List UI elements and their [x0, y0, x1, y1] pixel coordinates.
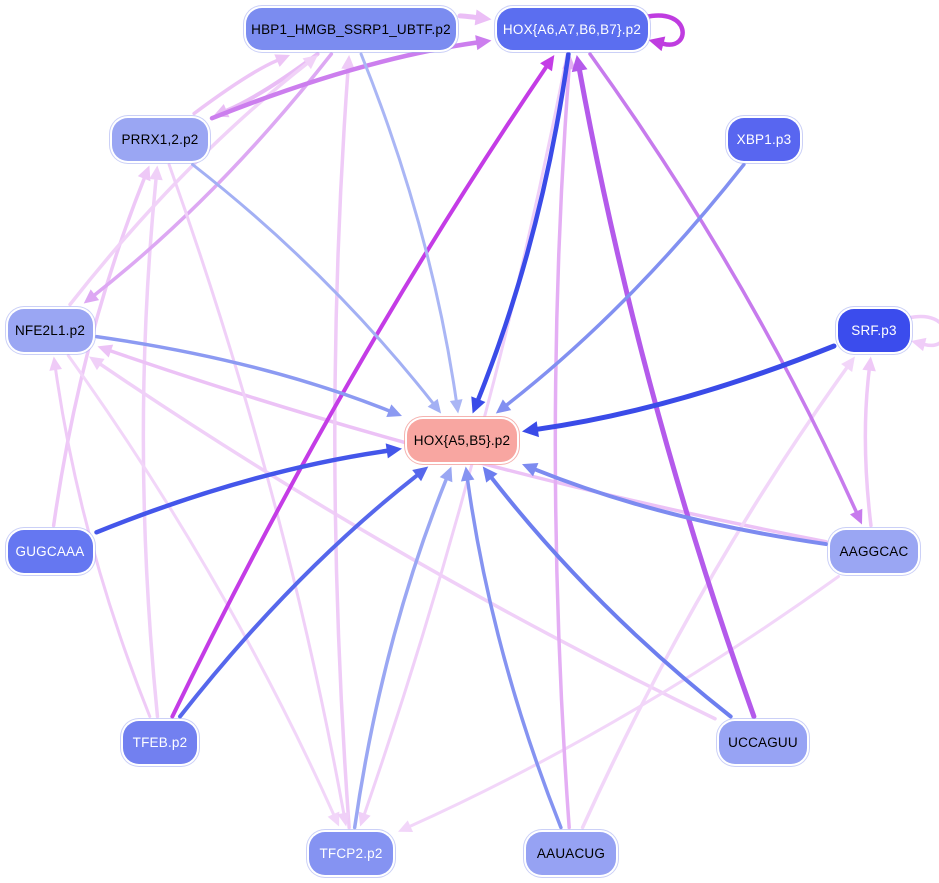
- node-nfe2l1[interactable]: NFE2L1.p2: [7, 308, 93, 352]
- edge-aaggcac-to-tfcp2: [408, 575, 840, 828]
- self-loop-arrowhead-hoxa6: [648, 36, 666, 52]
- arrowhead-aaggcac-to-nfe2l1: [97, 344, 114, 358]
- edge-nfe2l1-to-tfcp2: [66, 354, 335, 816]
- edge-tfcp2-to-hoxa5: [352, 477, 448, 830]
- arrowhead-tfeb-to-nfe2l1: [49, 356, 63, 371]
- arrowhead-aaggcac-to-tfcp2: [398, 820, 414, 832]
- edge-srf-to-hoxa5: [535, 343, 837, 432]
- arrowhead-uccaguu-to-nfe2l1: [89, 356, 105, 371]
- arrowhead-hbp1-to-hoxa6: [474, 9, 492, 26]
- edge-nfe2l1-to-hoxa5: [94, 334, 391, 413]
- node-label-gugcaaa: GUGCAAA: [15, 543, 85, 559]
- edge-prrx1-to-hbp1: [192, 58, 279, 116]
- node-srf[interactable]: SRF.p3: [838, 308, 910, 352]
- arrowhead-hoxa6-to-tfcp2: [358, 811, 371, 827]
- node-label-aauacug: AAUACUG: [536, 845, 606, 861]
- node-aaggcac[interactable]: AAGGCAC: [830, 529, 918, 573]
- arrowhead-prrx1-to-hoxa6: [475, 35, 492, 51]
- edge-aauacug-to-hoxa5: [465, 478, 563, 830]
- arrowhead-uccaguu-to-hoxa6: [571, 55, 588, 73]
- arrowhead-aaggcac-to-srf: [862, 356, 876, 372]
- arrowhead-nfe2l1-to-hoxa5: [386, 404, 402, 418]
- arrowhead-aauacug-to-hoxa5: [460, 466, 475, 482]
- arrowhead-nfe2l1-to-hbp1: [302, 55, 318, 70]
- edge-hbp1-to-hoxa5: [359, 52, 458, 402]
- edge-hbp1-to-hoxa6: [457, 13, 479, 20]
- arrowhead-tfeb-to-hoxa5: [412, 466, 429, 482]
- arrowhead-prrx1-to-hbp1: [274, 54, 291, 67]
- arrowhead-hbp1-to-hoxa5: [449, 399, 463, 414]
- edge-tfcp2-to-hbp1: [333, 67, 351, 830]
- arrowhead-gugcaaa-to-hoxa5: [385, 443, 402, 459]
- edge-xbp1-to-hoxa5: [505, 162, 746, 407]
- self-loop-hoxa6: [643, 13, 685, 47]
- edge-tfeb-to-prrx1: [141, 177, 160, 719]
- node-uccaguu[interactable]: UCCAGUU: [719, 720, 807, 764]
- edge-aauacug-to-srf: [580, 366, 849, 830]
- arrowhead-xbp1-to-hoxa5: [495, 399, 512, 414]
- node-label-hbp1: HBP1_HMGB_SSRP1_UBTF.p2: [251, 21, 451, 37]
- node-tfcp2[interactable]: TFCP2.p2: [309, 831, 393, 875]
- edge-aaggcac-to-srf: [863, 368, 873, 528]
- node-label-srf: SRF.p3: [851, 322, 897, 338]
- arrowhead-aauacug-to-srf: [841, 356, 855, 372]
- arrowhead-hoxa6-to-hoxa5: [471, 396, 486, 414]
- edge-prrx1-to-tfcp2: [167, 163, 346, 815]
- arrowhead-hoxa6-to-aaggcac: [849, 508, 863, 525]
- node-hoxa6[interactable]: HOX{A6,A7,B6,B7}.p2: [496, 8, 648, 50]
- edge-uccaguu-to-nfe2l1: [99, 362, 717, 721]
- edge-uccaguu-to-hoxa5: [489, 476, 733, 719]
- edge-aaggcac-to-hoxa5: [533, 467, 828, 547]
- edge-hoxa6-to-hoxa5: [476, 51, 571, 402]
- node-label-nfe2l1: NFE2L1.p2: [14, 322, 86, 338]
- node-label-tfeb: TFEB.p2: [132, 734, 188, 750]
- node-gugcaaa[interactable]: GUGCAAA: [7, 529, 93, 573]
- arrowhead-nfe2l1-to-tfcp2: [327, 811, 340, 827]
- arrowhead-prrx1-to-hoxa5: [427, 398, 442, 414]
- self-loop-srf: [906, 314, 939, 348]
- edge-gugcaaa-to-hoxa5: [94, 448, 390, 535]
- node-hoxa5[interactable]: HOX{A5,B5}.p2: [407, 418, 517, 462]
- self-loop-arrowhead-srf: [911, 337, 927, 352]
- edge-prrx1-to-hoxa5: [191, 163, 435, 405]
- node-label-hoxa5: HOX{A5,B5}.p2: [413, 432, 511, 448]
- node-label-prrx1: PRRX1,2.p2: [121, 131, 199, 147]
- arrowhead-tfeb-to-prrx1: [149, 165, 163, 181]
- node-label-uccaguu: UCCAGUU: [728, 734, 798, 750]
- arrowhead-prrx1-to-tfcp2: [337, 811, 351, 827]
- edge-nfe2l1-to-hbp1: [68, 62, 309, 307]
- edge-uccaguu-to-hoxa6: [577, 68, 757, 719]
- arrowhead-tfcp2-to-hbp1: [341, 55, 355, 70]
- node-tfeb[interactable]: TFEB.p2: [123, 720, 197, 764]
- edge-hoxa6-to-aaggcac: [588, 52, 858, 514]
- arrowhead-gugcaaa-to-prrx1: [137, 165, 151, 182]
- arrowhead-uccaguu-to-hoxa5: [482, 466, 498, 483]
- edge-tfeb-to-hoxa5: [178, 473, 419, 719]
- node-label-hoxa6: HOX{A6,A7,B6,B7}.p2: [502, 21, 642, 37]
- arrowhead-srf-to-hoxa5: [522, 421, 539, 438]
- node-label-aaggcac: AAGGCAC: [839, 543, 909, 559]
- edge-hbp1-to-nfe2l1: [93, 52, 334, 297]
- edge-tfeb-to-hoxa6: [170, 65, 549, 719]
- node-hbp1[interactable]: HBP1_HMGB_SSRP1_UBTF.p2: [246, 8, 456, 50]
- arrowhead-aaggcac-to-hoxa5: [522, 462, 539, 477]
- arrowhead-tfeb-to-hoxa6: [540, 55, 555, 72]
- node-label-xbp1: XBP1.p3: [736, 131, 792, 147]
- edge-aauacug-to-hoxa6: [553, 67, 571, 830]
- node-aauacug[interactable]: AAUACUG: [526, 831, 616, 875]
- node-label-tfcp2: TFCP2.p2: [319, 845, 383, 861]
- node-xbp1[interactable]: XBP1.p3: [728, 117, 800, 161]
- node-prrx1[interactable]: PRRX1,2.p2: [112, 117, 208, 161]
- arrowhead-hbp1-to-nfe2l1: [83, 289, 100, 304]
- arrowhead-tfcp2-to-hoxa5: [439, 466, 453, 483]
